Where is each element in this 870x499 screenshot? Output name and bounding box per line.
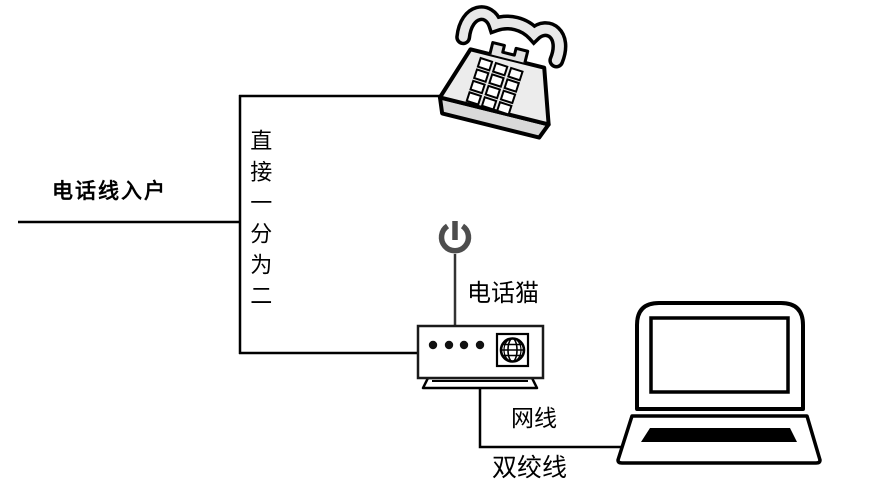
splitter-label: 直接一分为二	[247, 129, 273, 315]
incoming-line-label: 电话线入户	[52, 180, 167, 203]
laptop-icon	[616, 301, 822, 465]
modem-led-lights	[428, 340, 485, 350]
telephone-icon	[437, 5, 568, 140]
telephone-keypad	[465, 56, 524, 116]
modem-icon	[416, 324, 545, 390]
power-icon	[438, 221, 472, 327]
net-cable-label: 网线	[511, 406, 557, 431]
modem-label: 电话猫	[467, 281, 539, 307]
twisted-pair-label: 双绞线	[492, 455, 568, 482]
globe-port-icon	[495, 332, 530, 368]
